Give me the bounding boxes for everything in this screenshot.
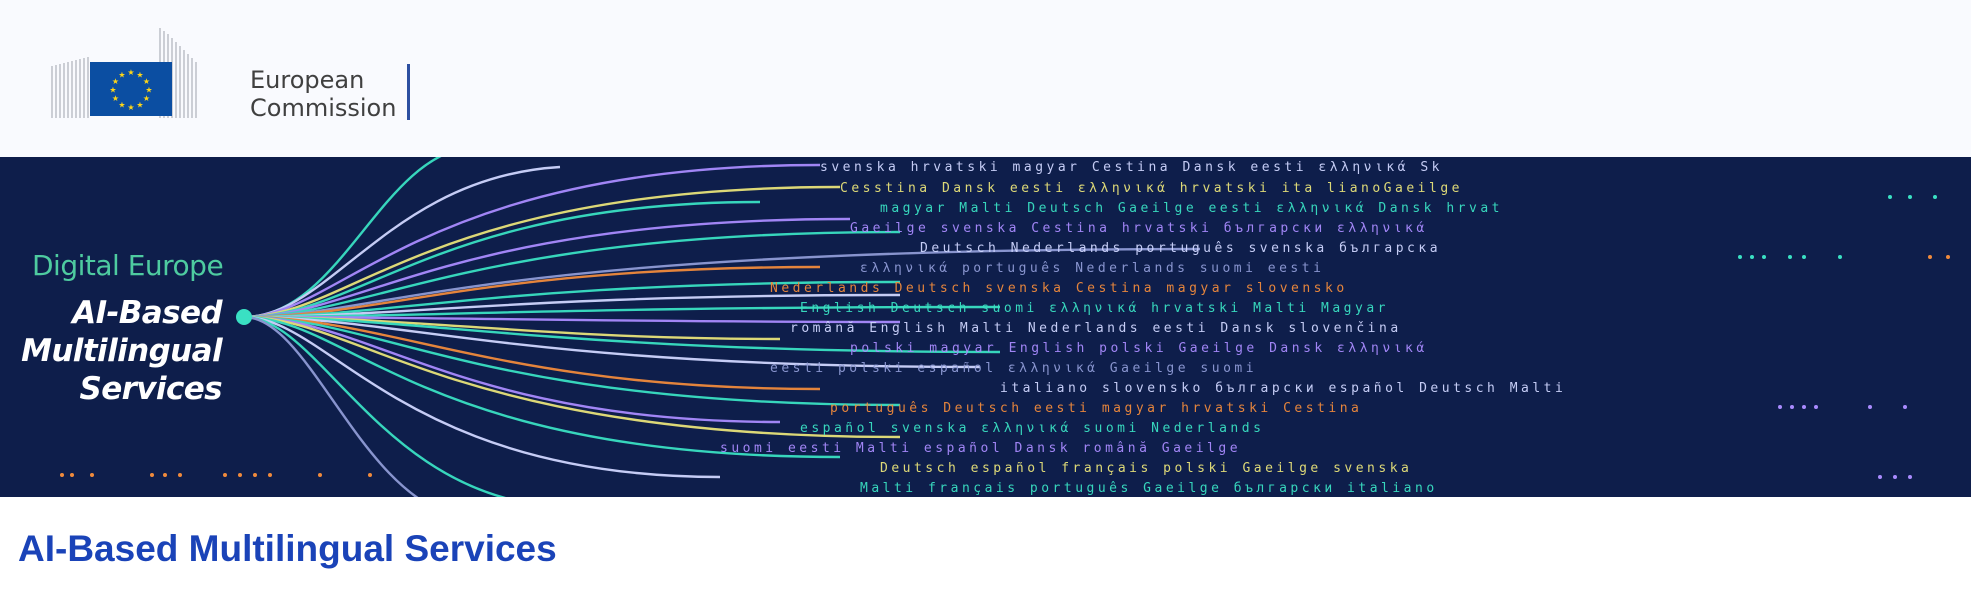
svg-text:svenska hrvatski magyar Cestin: svenska hrvatski magyar Cestina Dansk ee… [820,160,1443,175]
svg-text:★: ★ [118,101,125,110]
svg-text:English Deutsch suomi ελληνικά: English Deutsch suomi ελληνικά hrvatski … [800,301,1389,316]
logo-wordmark: European Commission [250,66,396,122]
svg-text:română English Malti Nederland: română English Malti Nederlands eesti Da… [790,321,1402,336]
svg-text:★: ★ [127,103,134,112]
svg-text:Cesstina Dansk eesti ελληνικά: Cesstina Dansk eesti ελληνικά hrvatski i… [840,181,1463,196]
svg-text:magyar Malti Deutsch Gaeilge e: magyar Malti Deutsch Gaeilge eesti ελλην… [880,201,1503,216]
svg-text:★: ★ [136,101,143,110]
logo-divider [407,64,410,120]
svg-text:★: ★ [112,77,119,86]
european-commission-logo[interactable]: ★★★ ★★★ ★★★ ★★★ European Commission [50,26,420,124]
hero-banner: svenska hrvatski magyar Cestina Dansk ee… [0,157,1971,497]
svg-text:★: ★ [118,71,125,80]
logo-line-european: European [250,66,365,94]
language-streams-graphic: svenska hrvatski magyar Cestina Dansk ee… [60,157,1950,497]
svg-text:português Deutsch eesti magyar: português Deutsch eesti magyar hrvatski … [830,401,1362,416]
svg-text:español svenska ελληνικά suomi: español svenska ελληνικά suomi Nederland… [800,421,1264,436]
page-title: AI-Based Multilingual Services [18,528,557,569]
svg-text:★: ★ [112,94,119,103]
network-hub-icon [236,309,252,325]
svg-text:Gaeilge svenska Cestina hrvats: Gaeilge svenska Cestina hrvatski българс… [850,221,1428,236]
banner-subtitle: AI-Based Multilingual Services [21,295,223,407]
svg-text:★: ★ [109,86,116,95]
svg-text:polski magyar English polski G: polski magyar English polski Gaeilge Dan… [850,341,1428,356]
svg-text:suomi eesti Malti español Dans: suomi eesti Malti español Dansk română G… [720,441,1241,456]
svg-text:★: ★ [136,71,143,80]
svg-text:★: ★ [145,86,152,95]
logo-line-commission: Commission [250,94,397,122]
svg-text:★: ★ [143,77,150,86]
svg-text:ελληνικά português Nederlands: ελληνικά português Nederlands suomi eest… [860,261,1324,276]
svg-text:eesti polski español ελληνικά: eesti polski español ελληνικά Gaeilge su… [770,361,1257,376]
svg-text:Deutsch Nederlands português s: Deutsch Nederlands português svenska бъл… [920,241,1441,256]
eu-flag-icon: ★★★ ★★★ ★★★ ★★★ [90,62,172,116]
svg-text:Malti français português Gaeil: Malti français português Gaeilge българс… [860,481,1438,496]
svg-text:italiano slovensko български e: italiano slovensko български español Deu… [1000,381,1566,396]
svg-text:Deutsch español français polsk: Deutsch español français polski Gaeilge … [880,461,1412,476]
banner-tagline: Digital Europe [32,249,224,282]
svg-text:★: ★ [127,68,134,77]
svg-text:★: ★ [143,94,150,103]
site-header: ★★★ ★★★ ★★★ ★★★ European Commission [0,0,1971,157]
svg-text:Nederlands Deutsch svenska Ces: Nederlands Deutsch svenska Cestina magya… [770,281,1348,296]
